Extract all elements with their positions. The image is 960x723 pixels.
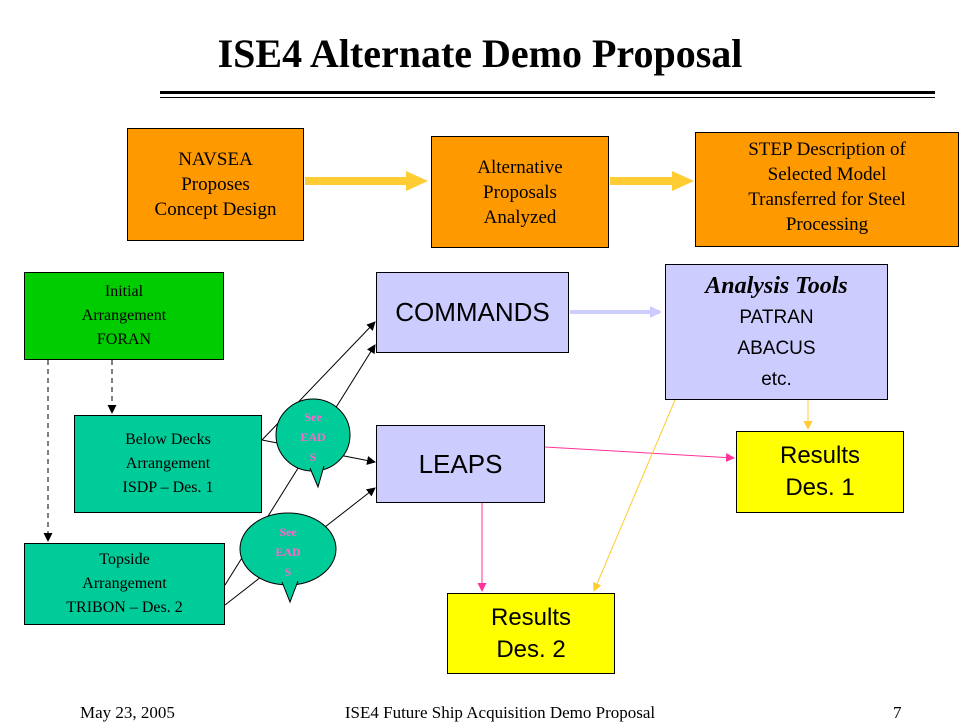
- arrow-analysis-to-results2: [592, 399, 676, 592]
- callout-bubble-upper: [275, 398, 351, 489]
- title-rule-thick: [160, 91, 935, 94]
- footer-title: ISE4 Future Ship Acquisition Demo Propos…: [344, 703, 656, 722]
- process-arrow-1: [305, 171, 428, 191]
- process-arrow-2: [610, 171, 694, 191]
- arrow-leaps-to-results1: [544, 446, 735, 463]
- initial-arrangement-box: Initial Arrangement FORAN: [24, 272, 224, 360]
- callout-bubble-lower: [239, 512, 337, 604]
- page-number: 7: [893, 703, 902, 722]
- step-description-box: STEP Description of Selected Model Trans…: [695, 132, 959, 247]
- alternative-proposals-box: Alternative Proposals Analyzed: [431, 136, 609, 248]
- commands-box: COMMANDS: [376, 272, 569, 353]
- analysis-tools-box: Analysis Tools PATRAN ABACUS etc.: [665, 264, 888, 400]
- results-des2-box: Results Des. 2: [447, 593, 615, 674]
- slide-title: ISE4 Alternate Demo Proposal: [217, 31, 743, 76]
- analysis-tools-title: Analysis Tools: [705, 272, 848, 299]
- below-decks-box: Below Decks Arrangement ISDP – Des. 1: [74, 415, 262, 513]
- navsea-box: NAVSEA Proposes Concept Design: [127, 128, 304, 241]
- topside-box: Topside Arrangement TRIBON – Des. 2: [24, 543, 225, 625]
- footer-date: May 23, 2005: [80, 703, 175, 722]
- leaps-box: LEAPS: [376, 425, 545, 503]
- results-des1-box: Results Des. 1: [736, 431, 904, 513]
- title-rule-thin: [160, 97, 935, 98]
